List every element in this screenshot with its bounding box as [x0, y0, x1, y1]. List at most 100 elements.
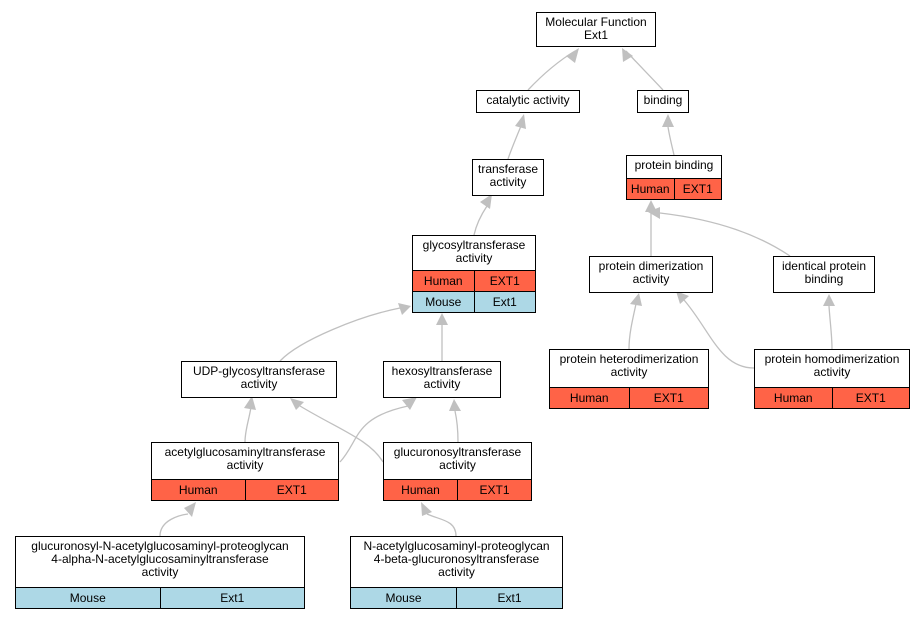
- edge-arrowhead: [566, 48, 579, 63]
- go-term-label: catalytic activity: [477, 91, 579, 112]
- edge-arrowhead: [398, 303, 411, 315]
- go-term-label-line: activity: [455, 251, 493, 265]
- go-term-label-line: activity: [226, 458, 264, 472]
- go-term-label-line: activity: [240, 377, 278, 391]
- edge-homodim-dimer: [683, 299, 755, 369]
- edge-glucuronosyl-udp: [299, 405, 384, 463]
- edge-arrowhead: [662, 114, 674, 127]
- gene-cell: Ext1: [473, 292, 536, 312]
- edge-heterodim: [628, 303, 637, 350]
- go-term-label-line: activity: [813, 365, 851, 379]
- edge-arrowhead: [436, 313, 448, 325]
- edge-arrowhead: [622, 48, 633, 62]
- go-term-label: binding: [638, 91, 688, 112]
- edge-arrowhead: [515, 114, 526, 129]
- gene-cell: EXT1: [457, 480, 531, 500]
- gene-cell: EXT1: [244, 480, 339, 500]
- go-term-label-line: activity: [423, 377, 461, 391]
- edge-acetyl-hex: [339, 405, 409, 463]
- edge-arrowhead: [421, 502, 432, 516]
- go-term-label-line: binding: [643, 93, 683, 107]
- go-term-label-line: activity: [439, 458, 476, 472]
- gene-cell: EXT1: [831, 388, 910, 408]
- go-term-label-line: protein dimerization: [598, 259, 704, 273]
- species-cell: Human: [178, 483, 218, 497]
- gene-cell: Ext1: [456, 588, 562, 608]
- go-term-label-line: binding: [804, 272, 844, 286]
- annotation-row-mouse: Mouse Ext1: [413, 291, 535, 312]
- gene-cell: EXT1: [473, 271, 536, 291]
- edge-arrowhead: [449, 399, 461, 411]
- species-cell: Human: [401, 483, 440, 497]
- species-cell: Human: [423, 274, 463, 288]
- go-term-label-line: glucuronosyltransferase: [393, 445, 522, 459]
- go-term-label: glucuronosyl-N-acetylglucosaminyl-proteo…: [16, 537, 304, 587]
- edge-arrowhead: [648, 207, 660, 219]
- edge-arrowhead: [676, 291, 689, 304]
- go-term-label-line: Molecular Function: [545, 15, 647, 29]
- go-term-label-line: identical protein: [781, 259, 867, 273]
- species-cell: Mouse: [425, 295, 462, 309]
- go-term-label-line: activity: [610, 365, 648, 379]
- edge-arrowhead: [630, 293, 642, 306]
- go-term-label-line: glycosyltransferase: [422, 238, 526, 252]
- go-term-node-binding[interactable]: binding: [637, 90, 689, 113]
- go-term-node-gn-proteoglycan[interactable]: glucuronosyl-N-acetylglucosaminyl-proteo…: [15, 536, 305, 609]
- go-term-label-line: activity: [632, 272, 670, 286]
- species-cell: Human: [569, 391, 609, 405]
- go-term-label-line: protein homodimerization: [764, 352, 900, 366]
- go-term-label-line: UDP-glycosyltransferase: [192, 364, 326, 378]
- edge-acetyl-udp: [244, 406, 252, 443]
- species-cell: Human: [630, 182, 670, 196]
- go-term-label-line: transferase: [477, 162, 539, 176]
- go-term-label-line: glucuronosyl-N-acetylglucosaminyl-proteo…: [31, 539, 289, 553]
- edge-arrowhead: [244, 396, 256, 410]
- edge-arrowhead: [645, 200, 657, 212]
- edge-arrowhead: [290, 398, 304, 410]
- annotation-row-human: Human EXT1: [550, 387, 708, 408]
- edge-arrowhead: [823, 294, 835, 306]
- edge-arrowhead: [184, 502, 196, 517]
- species-cell: Mouse: [385, 591, 422, 605]
- gene-cell: EXT1: [628, 388, 709, 408]
- edge-arrowhead: [402, 397, 417, 410]
- gene-cell: EXT1: [673, 179, 722, 199]
- go-term-label-line: 4-beta-glucuronosyltransferase: [373, 552, 540, 566]
- edge-protein-binding: [667, 126, 675, 156]
- edge-arrowhead: [480, 194, 492, 209]
- go-term-label-line: N-acetylglucosaminyl-proteoglycan: [363, 539, 550, 553]
- go-term-label-line: activity: [438, 565, 475, 579]
- edge-identical: [659, 212, 791, 257]
- go-term-node-catalytic[interactable]: catalytic activity: [476, 90, 580, 113]
- go-term-label: protein binding: [627, 156, 721, 178]
- edge-glucuronosyl-hex: [454, 410, 459, 443]
- go-term-label-line: protein binding: [634, 158, 714, 172]
